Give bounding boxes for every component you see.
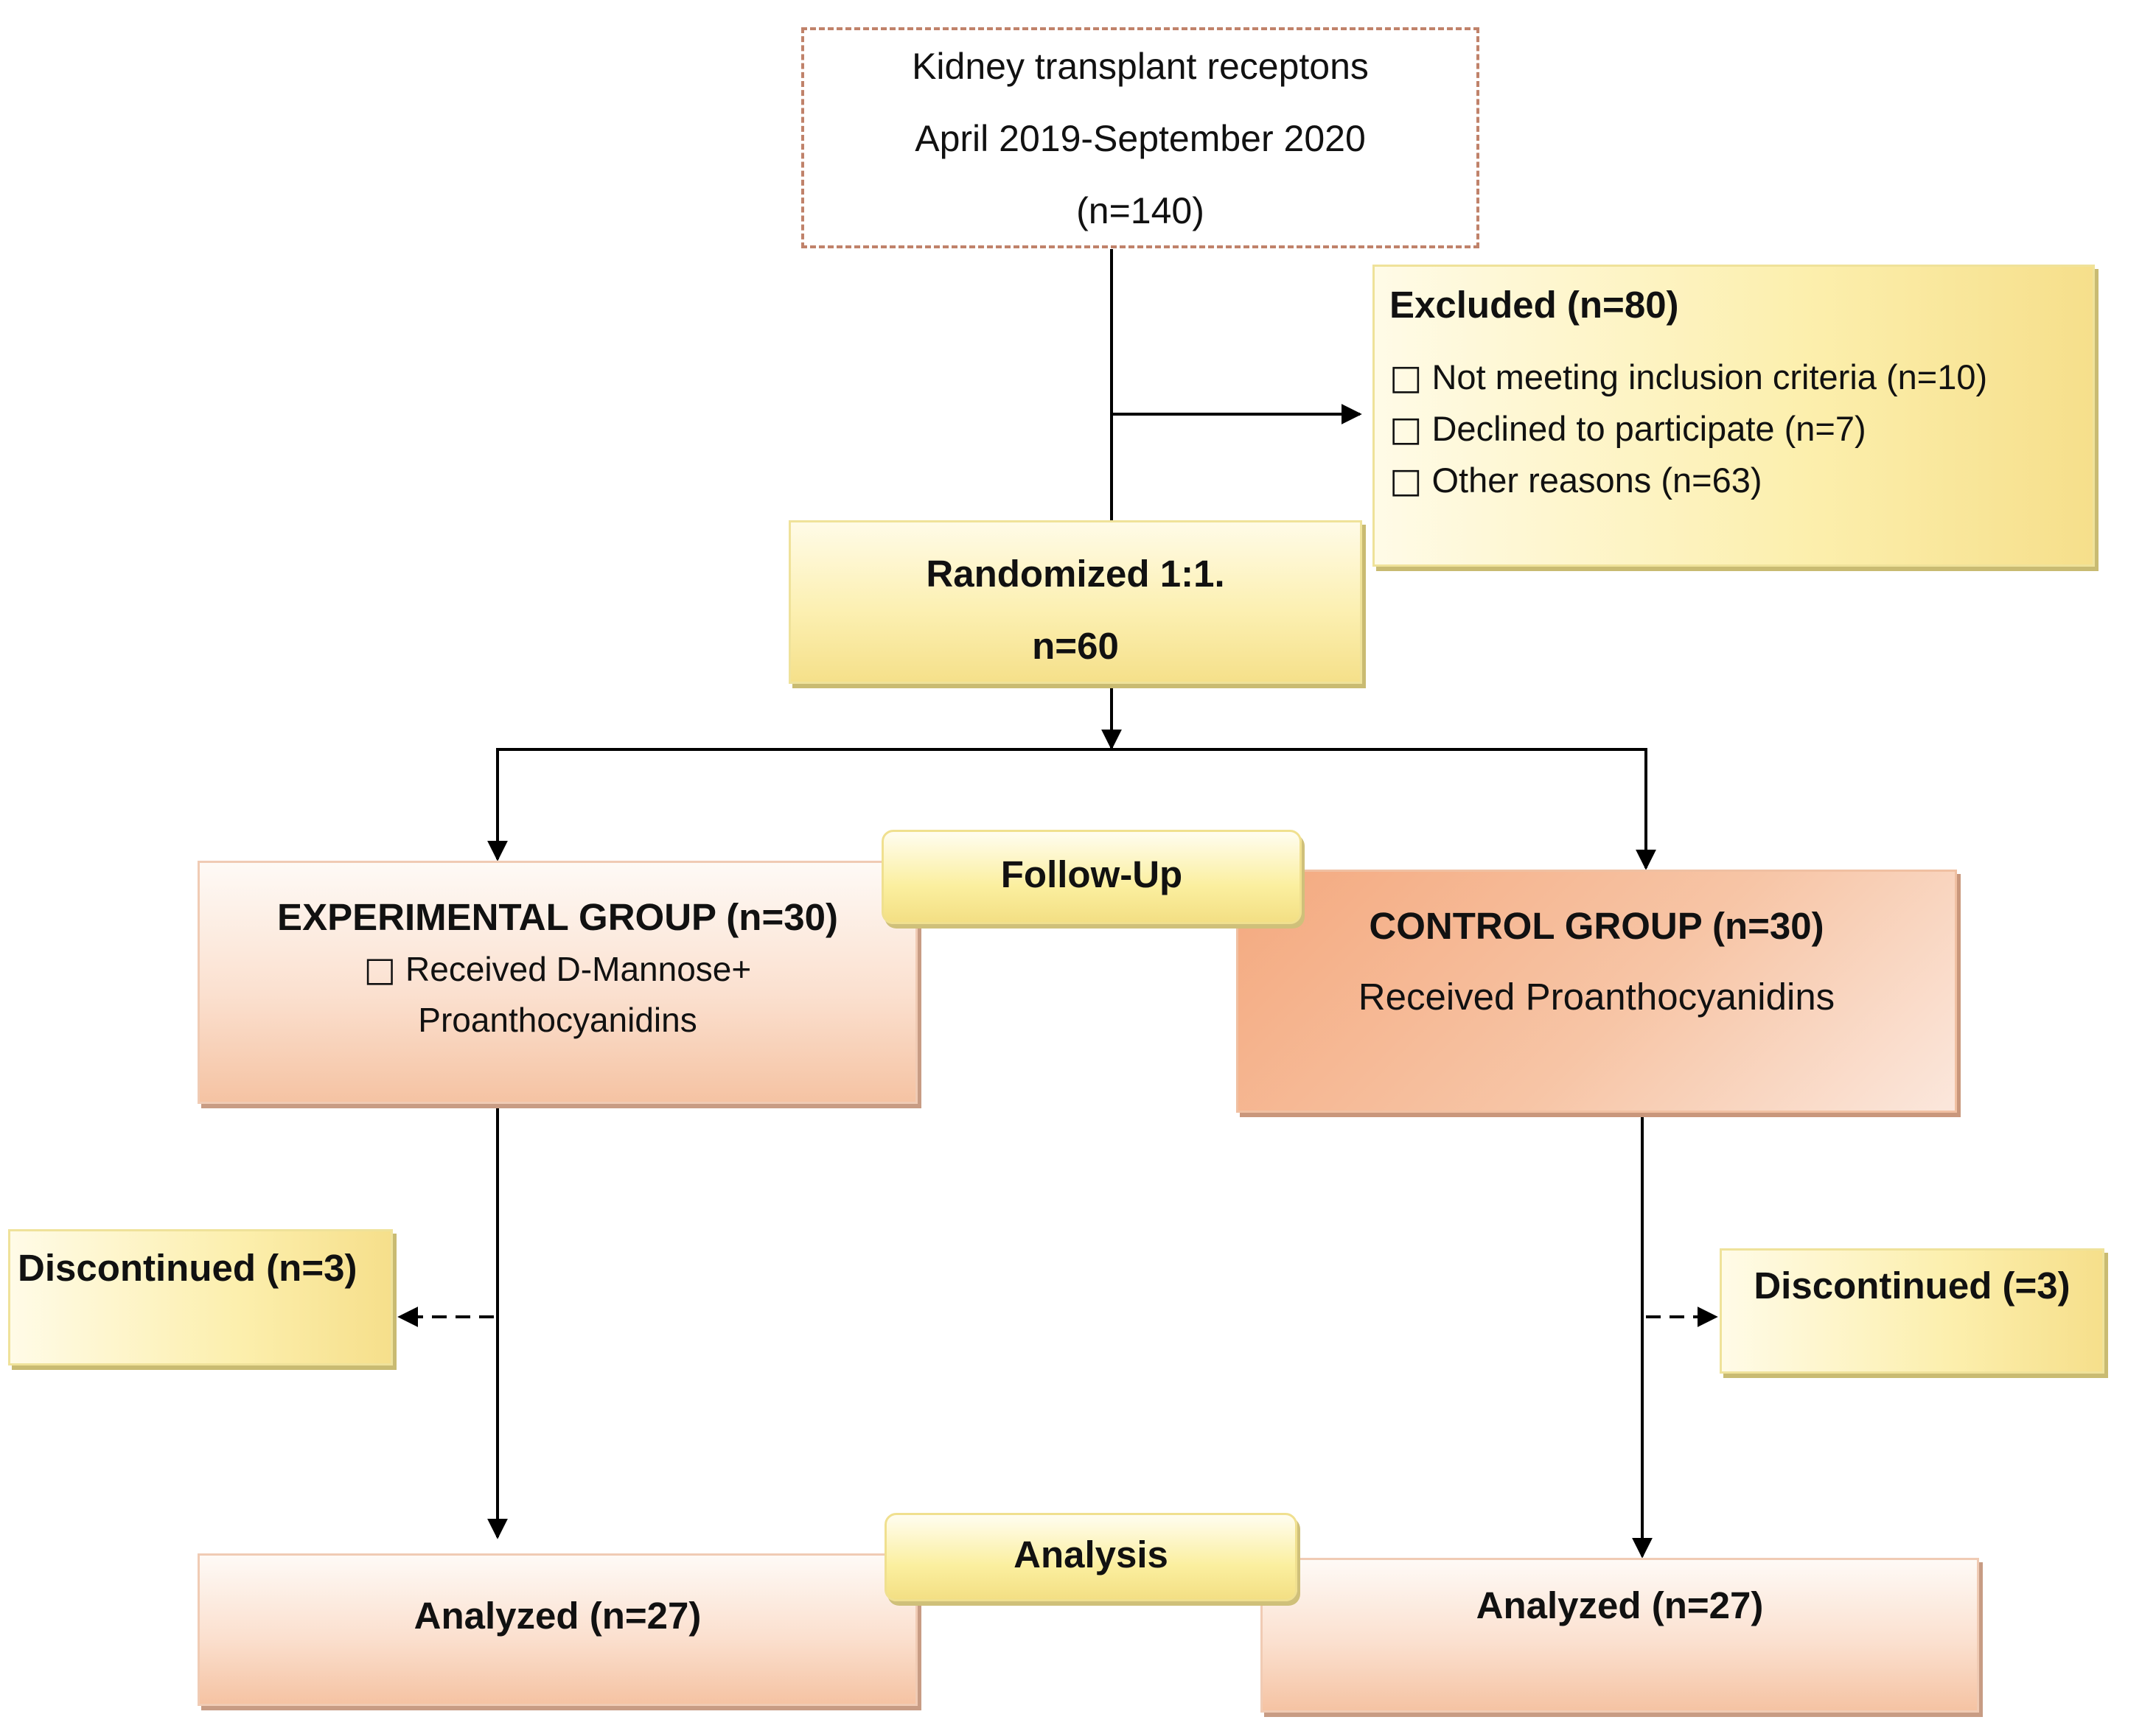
excluded-item-label: Other reasons (n=63) bbox=[1431, 461, 1762, 500]
analysis-label-box: Analysis bbox=[885, 1513, 1297, 1601]
experimental-analyzed-box: Analyzed (n=27) bbox=[198, 1553, 918, 1706]
follow-up-label: Follow-Up bbox=[1000, 853, 1183, 895]
control-discontinued-box: Discontinued (=3) bbox=[1720, 1248, 2104, 1374]
randomized-count: n=60 bbox=[1032, 625, 1119, 667]
control-group-title: CONTROL GROUP (n=30) bbox=[1369, 905, 1824, 947]
randomized-ratio: Randomized 1:1. bbox=[926, 553, 1225, 595]
experimental-analyzed-label: Analyzed (n=27) bbox=[414, 1595, 702, 1637]
excluded-item: □ Not meeting inclusion criteria (n=10) bbox=[1375, 357, 2002, 398]
analysis-label: Analysis bbox=[1014, 1534, 1168, 1576]
control-discontinued-label-wrap: Discontinued (=3) bbox=[1722, 1264, 2102, 1307]
checkbox-icon: □ bbox=[1389, 357, 1423, 398]
excluded-title: Excluded (n=80) bbox=[1389, 284, 1679, 326]
control-discontinued-label: Discontinued (=3) bbox=[1754, 1265, 2070, 1307]
experimental-group-title: EXPERIMENTAL GROUP (n=30) bbox=[277, 896, 838, 938]
control-treatment: Received Proanthocyanidins bbox=[1358, 976, 1835, 1018]
experimental-discontinued-box: Discontinued (n=3) bbox=[8, 1229, 393, 1365]
enrollment-box: Kidney transplant receptons April 2019-S… bbox=[801, 27, 1479, 248]
excluded-item-label: Declined to participate (n=7) bbox=[1431, 409, 1866, 448]
excluded-item-label: Not meeting inclusion criteria (n=10) bbox=[1431, 357, 1988, 396]
follow-up-label-box: Follow-Up bbox=[882, 830, 1302, 924]
enrollment-period: April 2019-September 2020 bbox=[915, 118, 1366, 159]
excluded-box: Excluded (n=80) □ Not meeting inclusion … bbox=[1372, 265, 2095, 567]
control-analyzed-box: Analyzed (n=27) bbox=[1260, 1558, 1979, 1713]
enrollment-count: (n=140) bbox=[1076, 190, 1204, 231]
checkbox-icon: □ bbox=[1389, 461, 1423, 501]
experimental-group-box: EXPERIMENTAL GROUP (n=30) □ Received D-M… bbox=[198, 861, 918, 1104]
control-analyzed-label: Analyzed (n=27) bbox=[1476, 1584, 1764, 1626]
excluded-item: □ Declined to participate (n=7) bbox=[1375, 408, 1881, 450]
randomized-box: Randomized 1:1. n=60 bbox=[789, 520, 1362, 684]
enrollment-title: Kidney transplant receptons bbox=[912, 46, 1369, 87]
control-group-box: CONTROL GROUP (n=30) Received Proanthocy… bbox=[1236, 870, 1957, 1113]
excluded-item: □ Other reasons (n=63) bbox=[1375, 460, 1777, 501]
experimental-treatment-label: Received D-Mannose+ bbox=[405, 950, 752, 988]
checkbox-icon: □ bbox=[1389, 409, 1423, 450]
experimental-treatment-line1: □ Received D-Mannose+ bbox=[200, 949, 915, 989]
experimental-discontinued-label: Discontinued (n=3) bbox=[18, 1247, 357, 1289]
experimental-treatment-line2: Proanthocyanidins bbox=[418, 1001, 697, 1039]
checkbox-icon: □ bbox=[363, 949, 397, 989]
